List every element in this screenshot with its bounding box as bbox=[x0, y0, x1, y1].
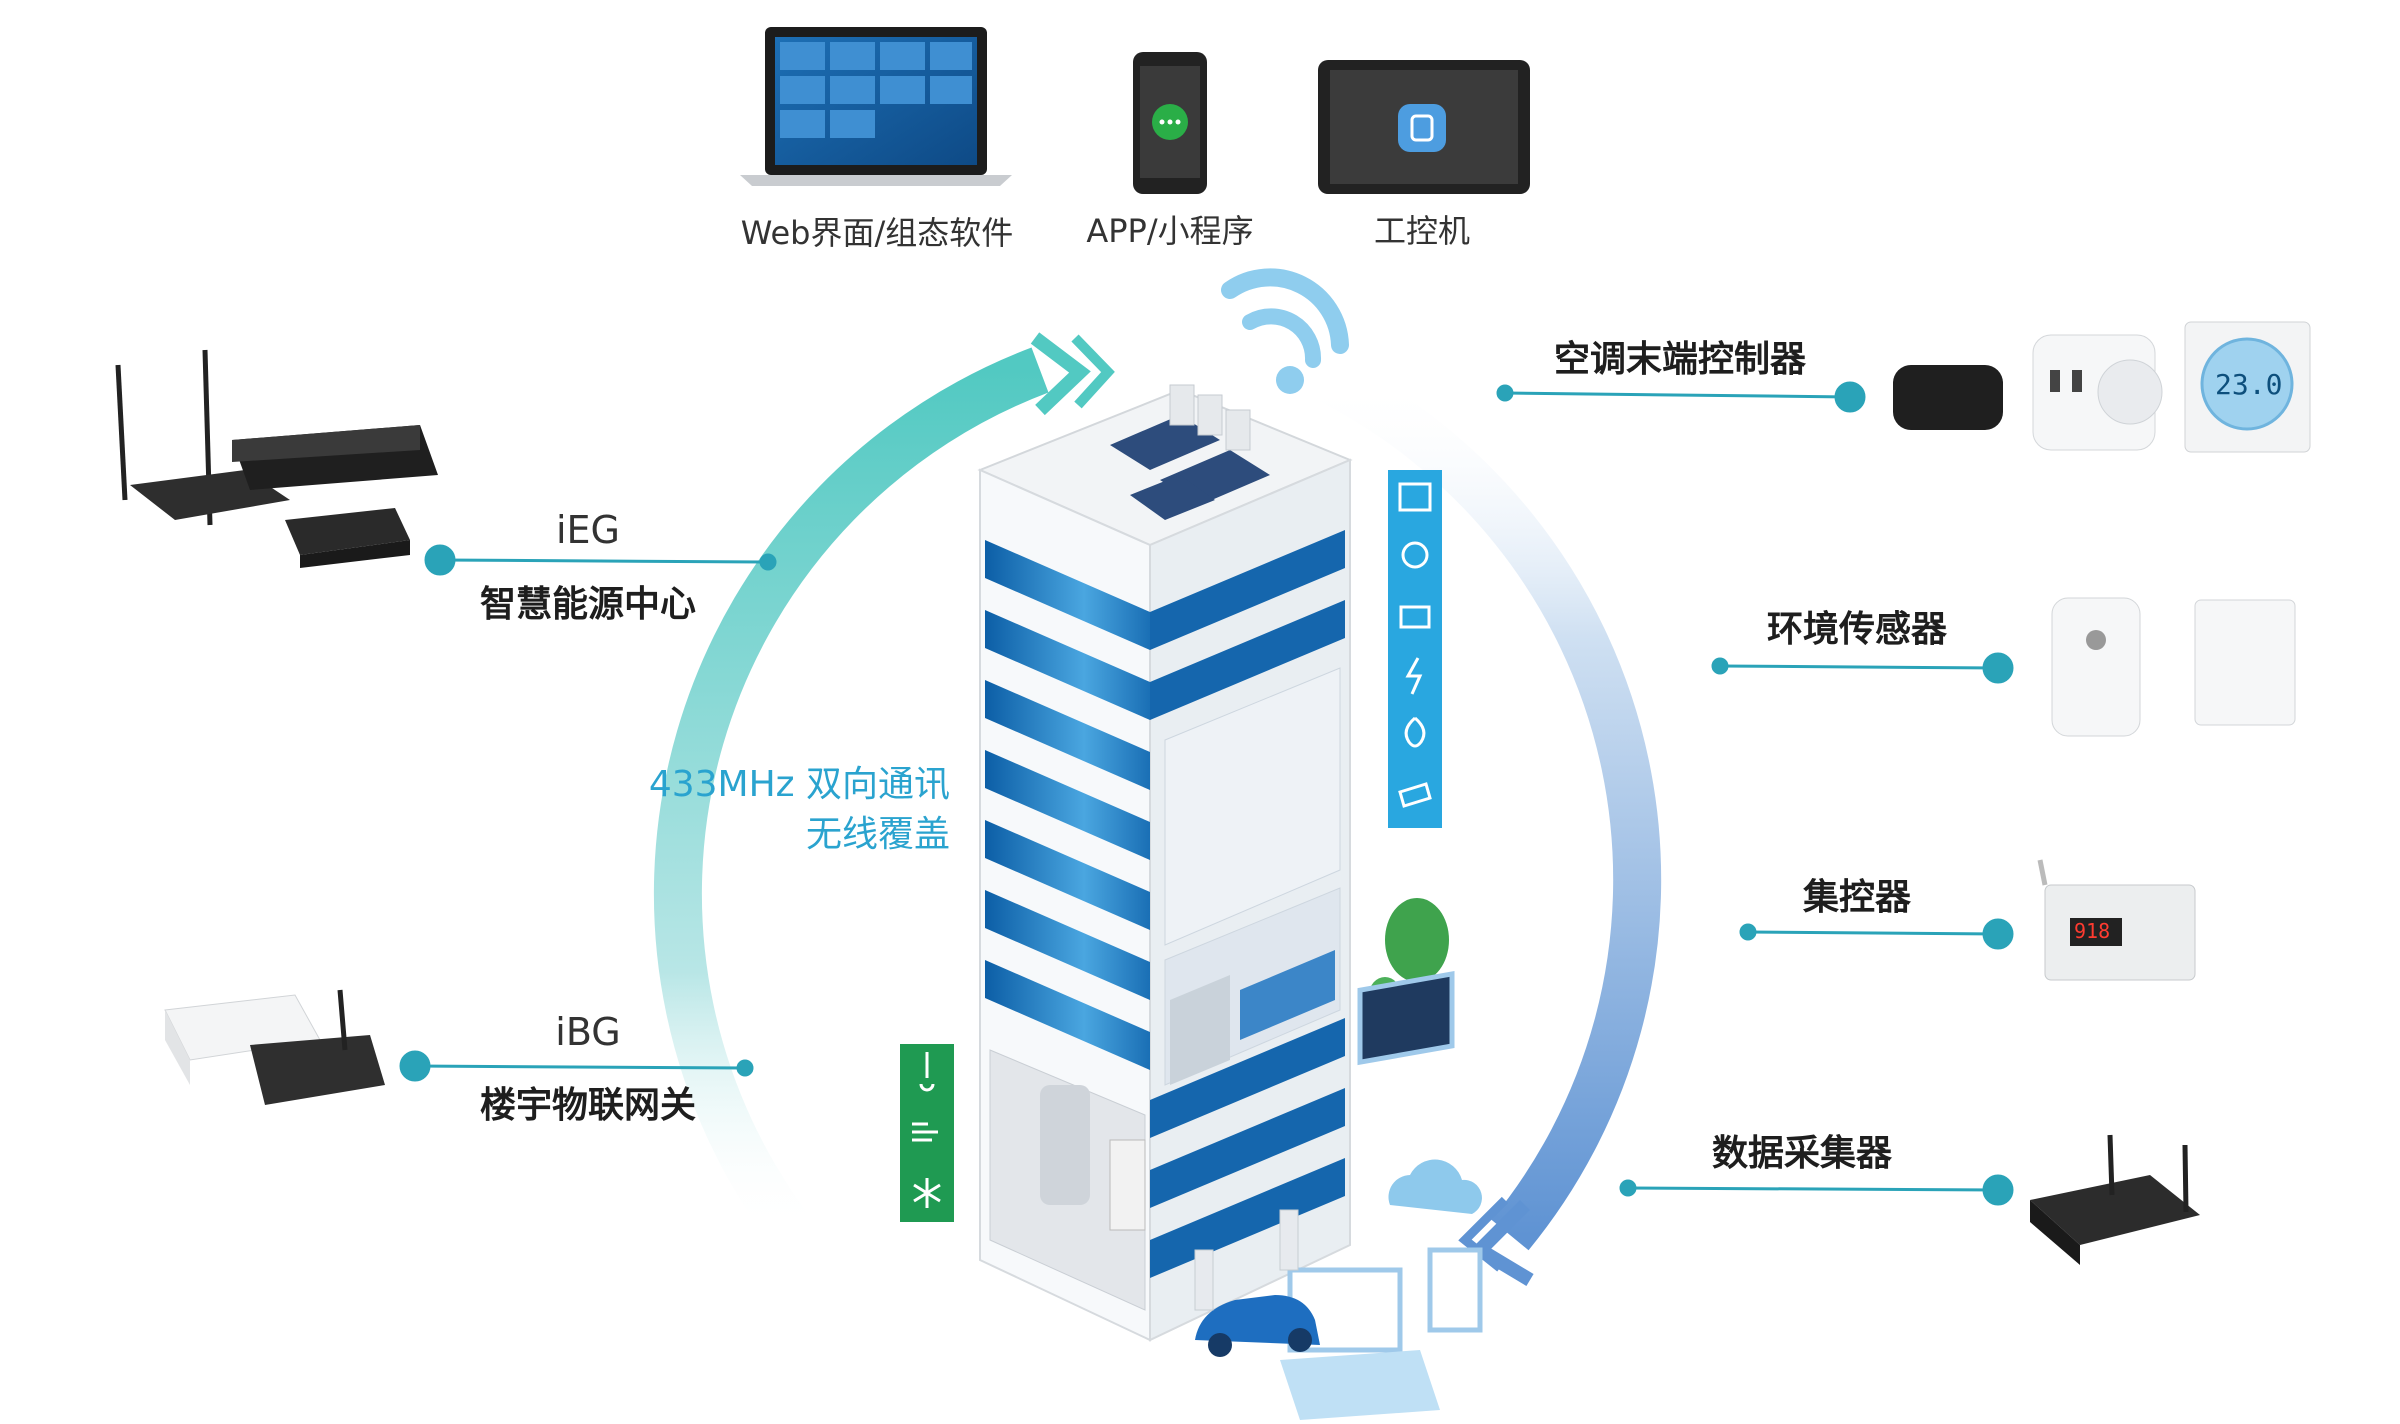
building bbox=[977, 384, 1353, 1342]
thermometer-icon bbox=[919, 1052, 935, 1092]
ibg-title: iBG bbox=[555, 1010, 621, 1054]
connector-lines bbox=[399, 381, 2014, 1206]
central-controller-label: 集控器 bbox=[1802, 877, 1912, 918]
weather-icon bbox=[1401, 541, 1429, 569]
controller-display: 918 bbox=[2074, 919, 2111, 943]
env-sensor-devices bbox=[2051, 597, 2296, 737]
fire-icon bbox=[1404, 716, 1426, 748]
ac-devices bbox=[1893, 321, 2311, 453]
ibg-subtitle: 楼宇物联网关 bbox=[479, 1085, 697, 1126]
left-icon-panel bbox=[900, 1044, 954, 1222]
tablet-icon bbox=[1318, 60, 1530, 194]
ipc-label: 工控机 bbox=[1373, 212, 1471, 250]
data-collector-label: 数据采集器 bbox=[1711, 1133, 1893, 1174]
camera-icon bbox=[1398, 782, 1432, 808]
wireless-label: 433MHz 双向通讯 无线覆盖 bbox=[620, 760, 950, 860]
left-arc bbox=[653, 332, 1115, 1245]
ibg-devices bbox=[164, 989, 385, 1105]
cloud-icon bbox=[1388, 1159, 1482, 1214]
wifi-icon bbox=[1221, 268, 1349, 394]
ac-controller-label: 空调末端控制器 bbox=[1553, 339, 1807, 380]
lightning-icon bbox=[1405, 657, 1423, 695]
snowflake-icon bbox=[913, 1178, 941, 1208]
app-label: APP/小程序 bbox=[1086, 212, 1254, 250]
central-controller-device bbox=[2037, 859, 2196, 981]
wireless-line1: 433MHz 双向通讯 bbox=[648, 764, 950, 805]
solar-panels bbox=[1110, 415, 1270, 520]
phone-icon bbox=[1133, 52, 1207, 194]
thermostat-display: 23.0 bbox=[2215, 368, 2283, 401]
laptop-icon bbox=[740, 27, 1012, 186]
door-icon bbox=[1398, 482, 1432, 512]
ieg-subtitle: 智慧能源中心 bbox=[479, 584, 697, 625]
right-icon-panel bbox=[1388, 470, 1442, 828]
env-sensor-label: 环境传感器 bbox=[1766, 609, 1948, 650]
right-arc bbox=[1319, 358, 1662, 1287]
solar-icon bbox=[1399, 605, 1431, 629]
car-icon bbox=[1195, 1295, 1320, 1357]
data-collector-device bbox=[2030, 1134, 2200, 1265]
wind-icon bbox=[912, 1122, 938, 1142]
web-label: Web界面/组态软件 bbox=[740, 214, 1014, 252]
wireless-line2: 无线覆盖 bbox=[805, 814, 950, 855]
ieg-title: iEG bbox=[555, 508, 621, 552]
ieg-devices bbox=[115, 349, 438, 568]
